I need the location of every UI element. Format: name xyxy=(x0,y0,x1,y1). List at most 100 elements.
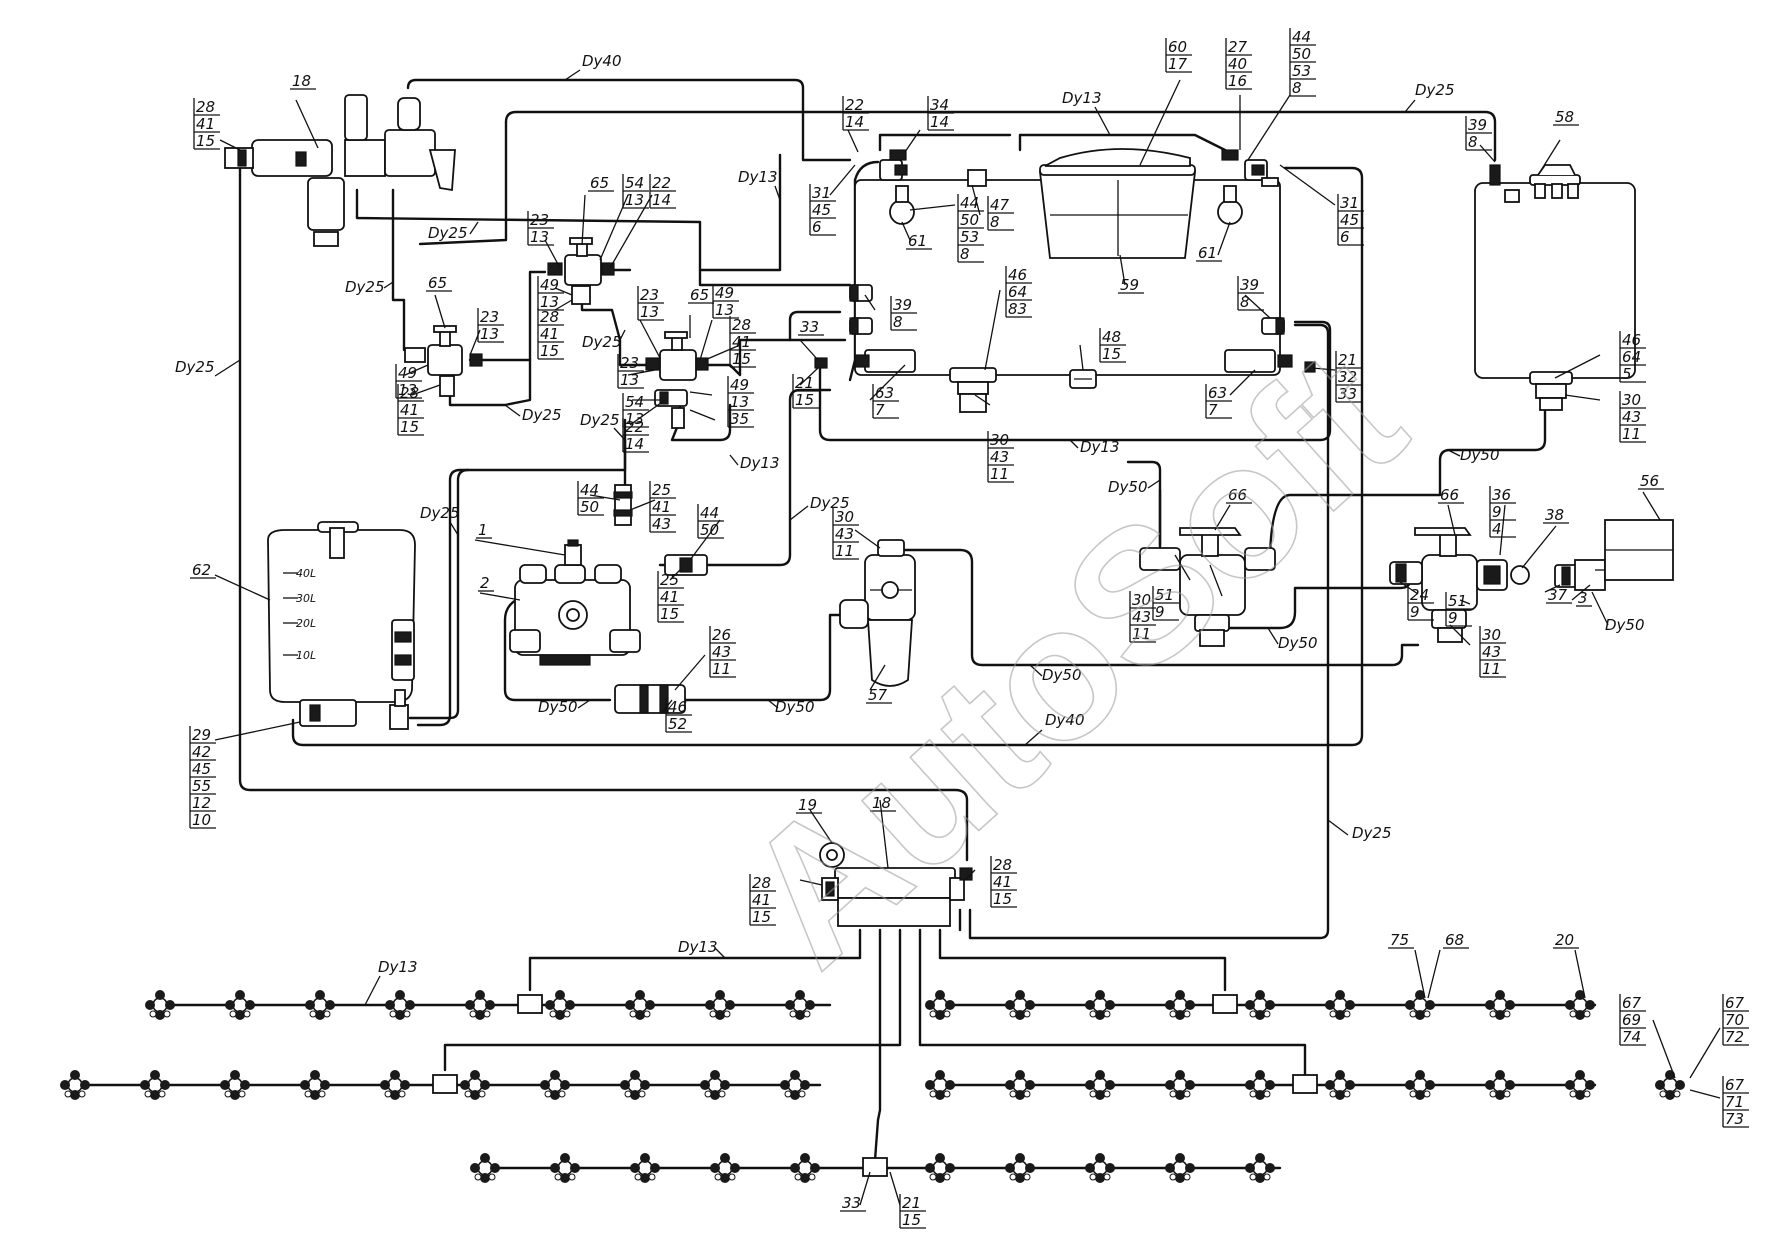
callout-number: 25 xyxy=(652,481,671,499)
main-tank xyxy=(814,148,1316,413)
callout-number: 63 xyxy=(1208,384,1227,402)
callout-number: 10 xyxy=(192,811,211,829)
callout-number: 28 xyxy=(196,98,215,116)
callout-number: 30 xyxy=(835,508,854,526)
callout-number: 13 xyxy=(620,371,639,389)
nozzle-icon xyxy=(544,989,576,1021)
callout-number: 60 xyxy=(1168,38,1187,56)
callout-c28: 65 xyxy=(688,286,714,304)
callout-number: 50 xyxy=(700,521,719,539)
callout-number: 40 xyxy=(1228,55,1247,73)
callout-number: 56 xyxy=(1640,472,1659,490)
nozzle-icon xyxy=(1084,1152,1116,1184)
valve-65-top xyxy=(547,237,615,305)
callout-c8: 398 xyxy=(1465,116,1492,151)
nozzle-icon xyxy=(539,1069,571,1101)
callout-number: 25 xyxy=(660,571,679,589)
callout-number: 67 xyxy=(1622,994,1642,1012)
callout-number: 43 xyxy=(1482,643,1501,661)
boom-manifold xyxy=(819,842,973,927)
nozzle-icon xyxy=(464,989,496,1021)
callout-number: 64 xyxy=(1008,283,1027,301)
callout-c12: 478 xyxy=(987,196,1014,231)
watermark: AutoSoft xyxy=(704,311,1442,1005)
callout-number: 20 xyxy=(1555,931,1574,949)
nozzle-icon xyxy=(1404,989,1436,1021)
valve-65-mid xyxy=(645,331,709,429)
callout-number: 41 xyxy=(752,891,771,909)
nozzle-icon xyxy=(384,989,416,1021)
nozzle-icon xyxy=(624,989,656,1021)
nozzle-icon xyxy=(1164,1069,1196,1101)
callout-number: 30 xyxy=(1132,591,1151,609)
callout-number: 63 xyxy=(875,384,894,402)
boom-tees xyxy=(432,994,1318,1177)
callout-number: 73 xyxy=(1725,1110,1744,1128)
callout-number: 41 xyxy=(196,115,215,133)
nozzle-icon xyxy=(924,1069,956,1101)
callout-number: 41 xyxy=(993,873,1012,891)
nozzle-icon xyxy=(1654,1069,1686,1101)
rinse-tank-62 xyxy=(267,521,416,730)
callout-number: 24 xyxy=(1410,586,1429,604)
nozzle-icon xyxy=(144,989,176,1021)
callout-number: 28 xyxy=(400,384,419,402)
callout-number: 8 xyxy=(990,213,1000,231)
callout-number: 65 xyxy=(690,286,709,304)
nozzle-icon xyxy=(459,1069,491,1101)
callout-number: 50 xyxy=(1292,45,1311,63)
callout-number: 44 xyxy=(1292,28,1311,46)
callout-number: 7 xyxy=(1208,401,1218,419)
callout-number: 75 xyxy=(1390,931,1409,949)
callout-number: 28 xyxy=(752,874,771,892)
tank-scale: 40L 30L 20L 10L xyxy=(296,567,316,662)
callout-number: 13 xyxy=(625,410,644,428)
callout-number: 26 xyxy=(712,626,731,644)
callout-number: 14 xyxy=(625,435,644,453)
callout-number: 54 xyxy=(625,174,644,192)
callout-number: 51 xyxy=(1448,592,1467,610)
callout-number: 15 xyxy=(752,908,771,926)
callout-number: 83 xyxy=(1008,300,1027,318)
callout-number: 49 xyxy=(715,284,734,302)
callout-number: 39 xyxy=(893,296,912,314)
boom-nozzles xyxy=(59,989,1686,1184)
callout-number: 39 xyxy=(1240,276,1259,294)
callout-number: 58 xyxy=(1555,108,1574,126)
callout-number: 69 xyxy=(1622,1011,1641,1029)
callout-number: 71 xyxy=(1725,1093,1744,1111)
nozzle-icon xyxy=(1244,989,1276,1021)
callout-number: 11 xyxy=(1622,425,1641,443)
callout-number: 43 xyxy=(652,515,671,533)
callout-c38: 637 xyxy=(872,384,899,419)
nozzle-icon xyxy=(789,1152,821,1184)
callout-number: 21 xyxy=(795,374,814,392)
pipe-label: Dy40 xyxy=(1045,711,1085,729)
callout-number: 52 xyxy=(668,715,687,733)
nozzle-icon xyxy=(1244,1069,1276,1101)
callout-number: 19 xyxy=(798,796,817,814)
callout-number: 13 xyxy=(398,381,417,399)
callout-number: 45 xyxy=(812,201,831,219)
callout-number: 13 xyxy=(715,301,734,319)
callout-number: 1 xyxy=(478,521,488,539)
nozzle-icon xyxy=(1564,989,1596,1021)
